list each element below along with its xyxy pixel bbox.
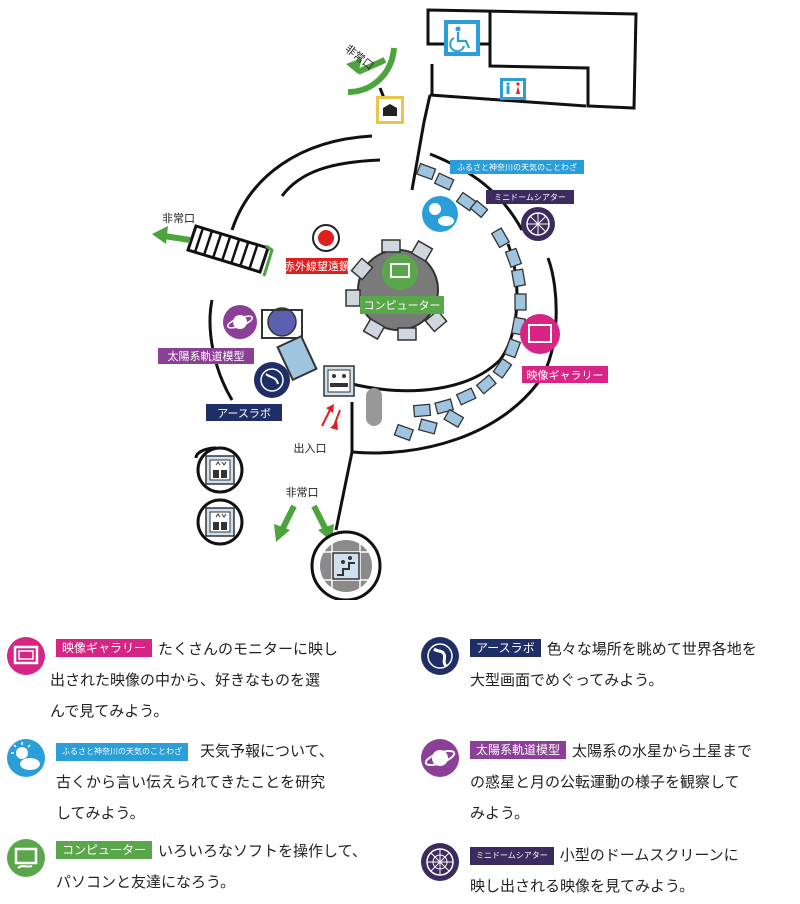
- entrance-pillar: [366, 388, 382, 426]
- exit-arrow-icon: [346, 58, 362, 74]
- planet-icon: [421, 739, 459, 777]
- legend-line: 出された映像の中から、好きなものを選: [50, 671, 321, 689]
- legend-badge: 映像ギャラリー: [56, 639, 153, 657]
- weather-icon: [7, 739, 45, 777]
- legend-line: みよう。: [470, 804, 530, 822]
- cloud-icon: [438, 216, 454, 226]
- legend-line: 色々な場所を眺めて世界各地を: [546, 640, 757, 658]
- solar-orrery-label: 太陽系軌道模型: [168, 349, 245, 363]
- stairs-icon: [337, 562, 355, 576]
- exit-label-left: 非常口: [162, 212, 195, 225]
- legend-line: パソコンと友達になろう。: [56, 873, 236, 891]
- infrared-telescope: 赤外線望遠鏡: [284, 224, 350, 274]
- legend-line: 小型のドームスクリーンに: [559, 846, 739, 864]
- computer-table: コンピューター: [345, 239, 448, 341]
- legend-line: の惑星と月の公転運動の様子を観察して: [470, 773, 740, 791]
- legend-line: 天気予報について、: [200, 742, 334, 760]
- restroom-icon: [500, 78, 526, 100]
- elevator-lower: [196, 498, 244, 546]
- exit-label-bottom: 非常口: [286, 486, 319, 499]
- nursing-room-icon: [376, 96, 404, 124]
- monitor-stations-top: [415, 162, 489, 219]
- mini-dome-label: ミニドームシアター: [494, 193, 566, 202]
- legend-line: 古くから言い伝えられてきたことを研究: [56, 773, 326, 791]
- hall-walls: [208, 134, 558, 531]
- entrance-label: 出入口: [294, 441, 327, 455]
- legend-line: 太陽系の水星から土星まで: [572, 742, 753, 760]
- legend-video-gallery: 映像ギャラリーたくさんのモニターに映し 出された映像の中から、好きなものを選 ん…: [6, 634, 376, 734]
- dome-icon: [421, 843, 459, 881]
- video-gallery-label: 映像ギャラリー: [527, 369, 604, 382]
- monitor-icon: [528, 324, 552, 343]
- globe-icon: [421, 637, 459, 675]
- legend-badge: ふるさと神奈川の天気のことわざ: [56, 743, 188, 761]
- legend-weather-sayings: ふるさと神奈川の天気のことわざ天気予報について、 古くから言い伝えられてきたこと…: [6, 736, 376, 826]
- wheelchair-icon: [444, 20, 480, 56]
- video-gallery-exhibit: 映像ギャラリー: [520, 314, 608, 383]
- sun-icon: [429, 203, 441, 215]
- computer-icon: [390, 263, 410, 278]
- legend-line: 大型画面でめぐってみよう。: [470, 671, 664, 689]
- earth-lab-label: アースラボ: [217, 407, 271, 420]
- legend-line: してみよう。: [56, 804, 145, 822]
- elevator-upper: [194, 446, 244, 494]
- emergency-exit-top: 非常口: [342, 42, 397, 95]
- legend-badge: ミニドームシアター: [470, 847, 554, 865]
- monitor-icon: [7, 637, 45, 675]
- emergency-exit-bottom: 非常口: [274, 486, 334, 542]
- legend-solar-orrery: 太陽系軌道模型太陽系の水星から土星まで の惑星と月の公転運動の様子を観察して み…: [420, 736, 796, 832]
- legend-mini-dome: ミニドームシアター小型のドームスクリーンに 映し出される映像を見てみよう。: [420, 840, 796, 902]
- weather-label: ふるさと神奈川の天気のことわざ: [457, 162, 577, 172]
- emergency-exit-left: 非常口: [152, 212, 195, 244]
- earth-lab-exhibit: アースラボ: [206, 334, 318, 421]
- legend-line: 映し出される映像を見てみよう。: [470, 877, 695, 895]
- exit-arrow-icon: [274, 524, 290, 542]
- computer-icon: [7, 839, 45, 877]
- legend-computer: コンピューターいろいろなソフトを操作して、 パソコンと友達になろう。: [6, 836, 376, 900]
- reception-icon: [323, 365, 355, 397]
- globe-icon: [260, 368, 284, 392]
- legend-badge: コンピューター: [56, 841, 153, 859]
- infrared-telescope-label: 赤外線望遠鏡: [284, 259, 350, 273]
- legend-line: んで見てみよう。: [50, 702, 169, 720]
- computer-label: コンピューター: [364, 299, 441, 312]
- legend-badge: 太陽系軌道模型: [470, 741, 567, 759]
- stair-left: [186, 224, 274, 277]
- legend-line: いろいろなソフトを操作して、: [158, 842, 367, 860]
- monitor-stations-right: [393, 227, 527, 442]
- legend-badge: アースラボ: [470, 639, 541, 657]
- mini-dome-exhibit: ミニドームシアター: [486, 190, 574, 241]
- entrance-arrows: 出入口: [294, 404, 341, 455]
- legend-line: たくさんのモニターに映し: [158, 640, 339, 658]
- solar-orrery-exhibit: 太陽系軌道模型: [158, 305, 303, 364]
- stairwell-bottom: [310, 530, 382, 600]
- floor-map: 非常口 非常口 赤外線望遠鏡: [152, 8, 638, 600]
- legend-earth-lab: アースラボ色々な場所を眺めて世界各地を 大型画面でめぐってみよう。: [420, 634, 796, 704]
- exit-arrow-icon: [152, 226, 168, 244]
- weather-exhibit: ふるさと神奈川の天気のことわざ: [422, 160, 584, 232]
